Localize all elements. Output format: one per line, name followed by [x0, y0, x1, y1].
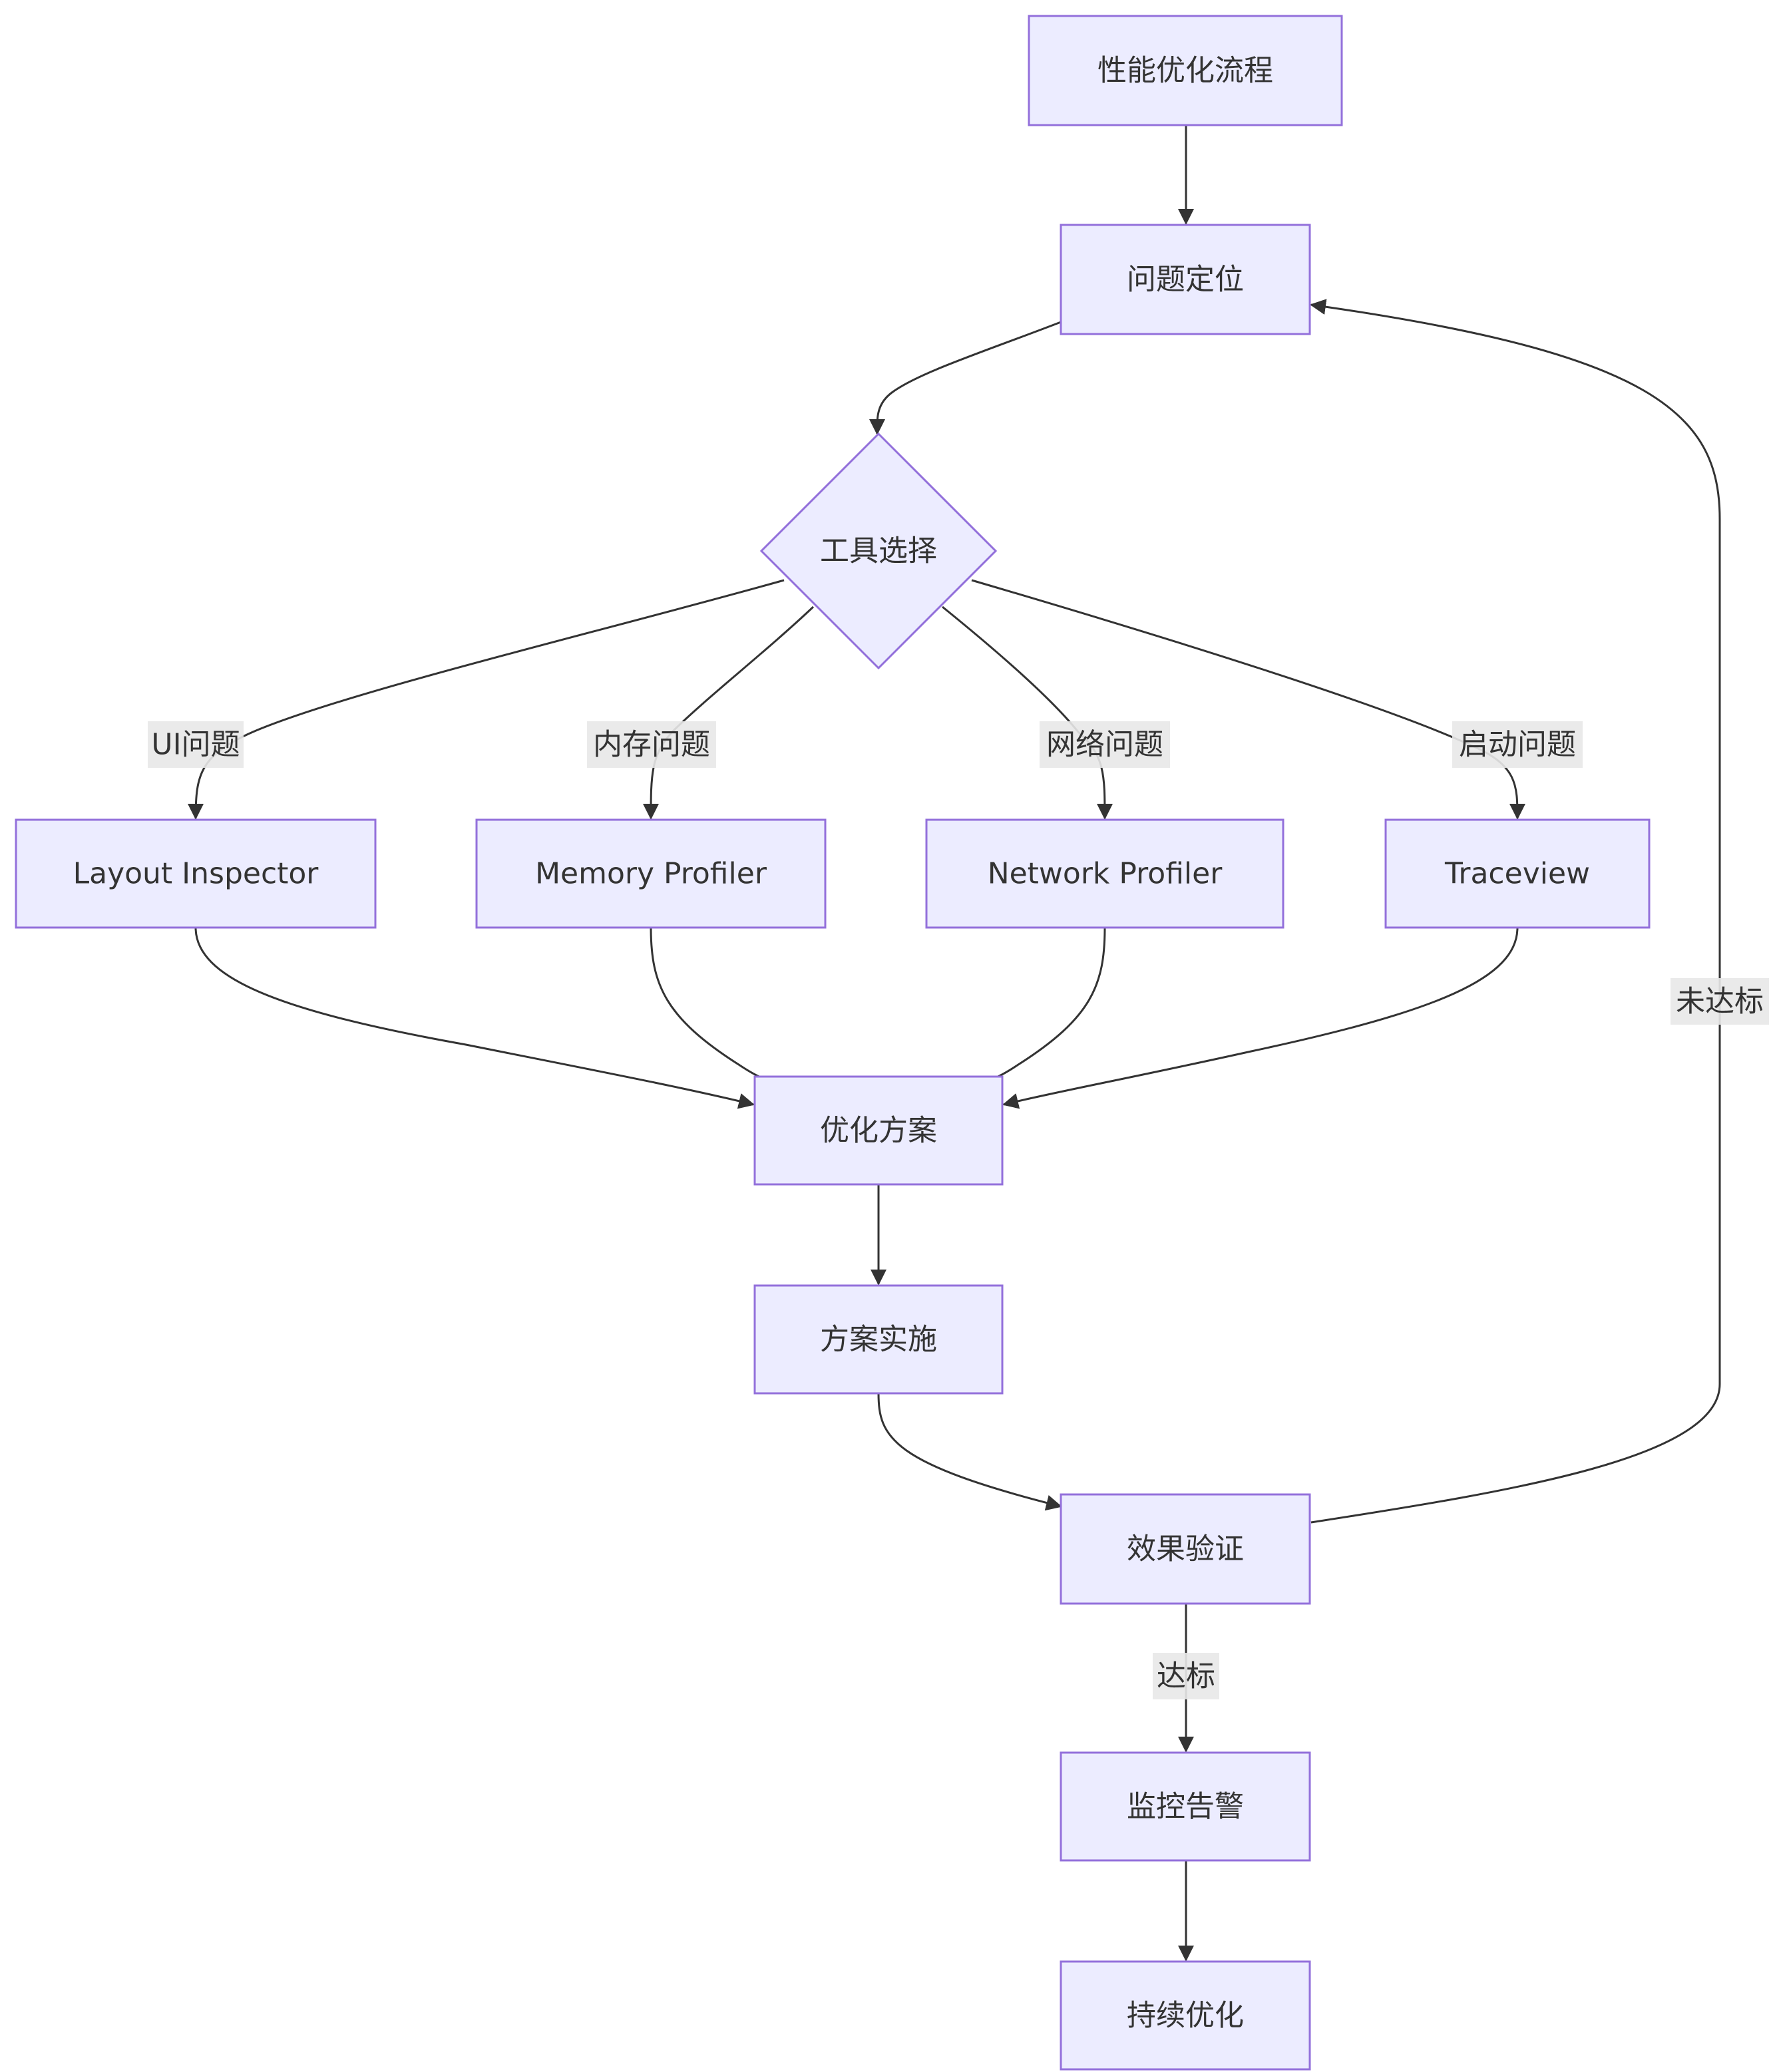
edge-traceview-to-plan [1002, 927, 1519, 1109]
edge-label-network-issue: 网络问题 [1040, 721, 1170, 768]
node-memory-profiler: Memory Profiler [475, 818, 827, 929]
edge-memory-profiler-to-plan [650, 927, 783, 1093]
node-traceview-label: Traceview [1444, 857, 1590, 891]
edge-verify-to-locate [1310, 299, 1721, 1524]
edge-label-ui-issue: UI问题 [148, 721, 244, 768]
edge-label-memory-issue-text: 内存问题 [593, 728, 710, 762]
edge-tool-to-layout-inspector [188, 579, 785, 820]
edge-labels: UI问题 内存问题 网络问题 启动问题 未达标 达标 [148, 721, 1769, 1699]
edge-network-profiler-to-plan [974, 927, 1106, 1093]
node-verify: 效果验证 [1060, 1493, 1311, 1605]
node-traceview: Traceview [1384, 818, 1651, 929]
edge-label-startup-issue: 启动问题 [1452, 721, 1583, 768]
edge-label-met: 达标 [1153, 1653, 1219, 1699]
edge-tool-to-memory-profiler [643, 605, 815, 820]
edge-label-network-issue-text: 网络问题 [1046, 728, 1163, 762]
edge-label-ui-issue-text: UI问题 [151, 728, 240, 762]
node-implement-label: 方案实施 [820, 1323, 937, 1357]
node-locate-label: 问题定位 [1127, 263, 1244, 297]
node-monitor-label: 监控告警 [1127, 1790, 1244, 1824]
node-continuous-label: 持续优化 [1127, 1999, 1244, 2033]
node-plan-label: 优化方案 [820, 1114, 937, 1148]
node-verify-label: 效果验证 [1127, 1532, 1244, 1566]
node-network-profiler: Network Profiler [925, 818, 1284, 929]
node-memory-profiler-label: Memory Profiler [535, 857, 767, 891]
edge-tool-to-traceview [971, 579, 1525, 820]
node-plan: 优化方案 [753, 1075, 1004, 1186]
node-layout-inspector: Layout Inspector [15, 818, 377, 929]
node-implement: 方案实施 [753, 1284, 1004, 1395]
node-layout-inspector-label: Layout Inspector [73, 857, 319, 891]
edge-implement-to-verify [877, 1393, 1062, 1511]
nodes: 性能优化流程 问题定位 工具选择 Layout Inspector Memory… [15, 15, 1651, 2071]
node-tool-select-label: 工具选择 [820, 534, 937, 568]
edges [188, 125, 1721, 1962]
edge-label-memory-issue: 内存问题 [587, 721, 716, 768]
node-monitor: 监控告警 [1060, 1751, 1311, 1862]
node-locate: 问题定位 [1060, 224, 1311, 335]
node-start-label: 性能优化流程 [1097, 54, 1273, 88]
edge-label-not-met: 未达标 [1671, 978, 1769, 1025]
edge-label-startup-issue-text: 启动问题 [1459, 728, 1576, 762]
edge-tool-to-network-profiler [942, 605, 1113, 820]
edge-locate-to-tool-select [869, 321, 1062, 435]
node-network-profiler-label: Network Profiler [988, 857, 1223, 891]
node-tool-select: 工具选择 [759, 432, 998, 670]
edge-label-met-text: 达标 [1157, 1659, 1215, 1693]
edge-label-not-met-text: 未达标 [1676, 985, 1764, 1019]
edge-layout-inspector-to-plan [194, 927, 755, 1109]
node-start: 性能优化流程 [1028, 15, 1343, 126]
node-continuous: 持续优化 [1060, 1960, 1311, 2071]
